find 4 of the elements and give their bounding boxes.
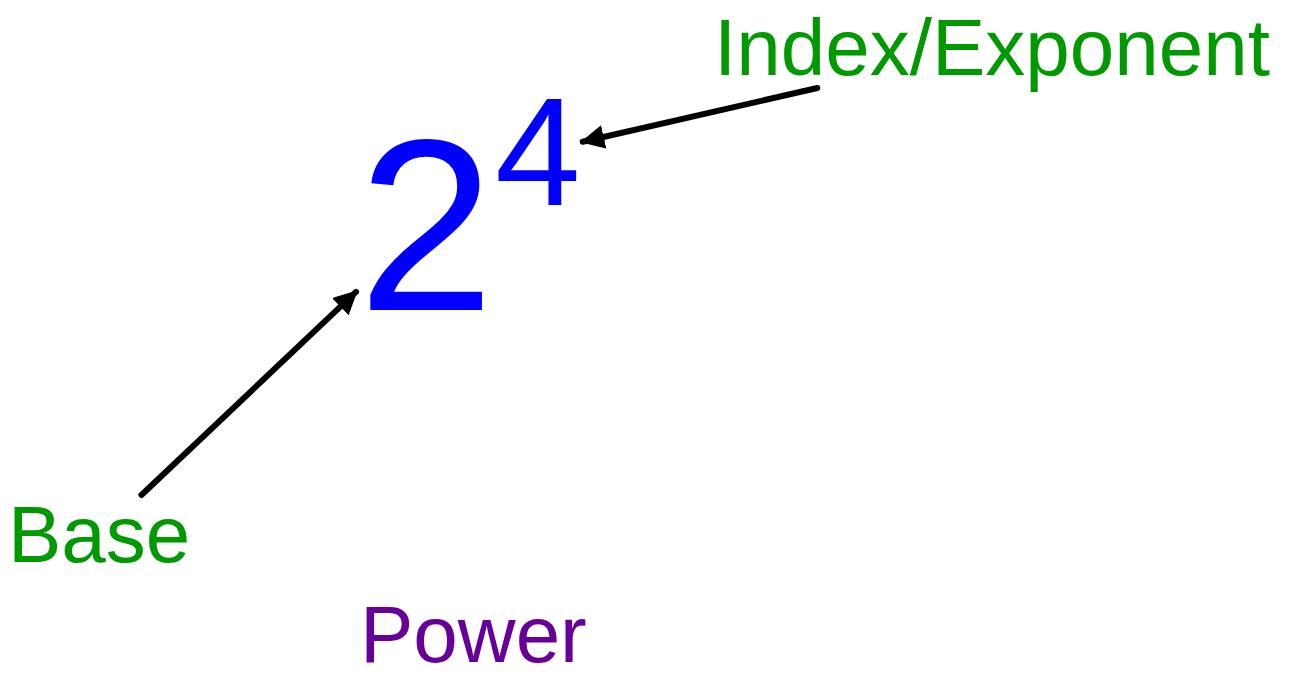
arrow (579, 85, 821, 149)
power-label: Power (360, 595, 587, 675)
arrow (138, 288, 359, 498)
base-label: Base (6, 495, 193, 575)
